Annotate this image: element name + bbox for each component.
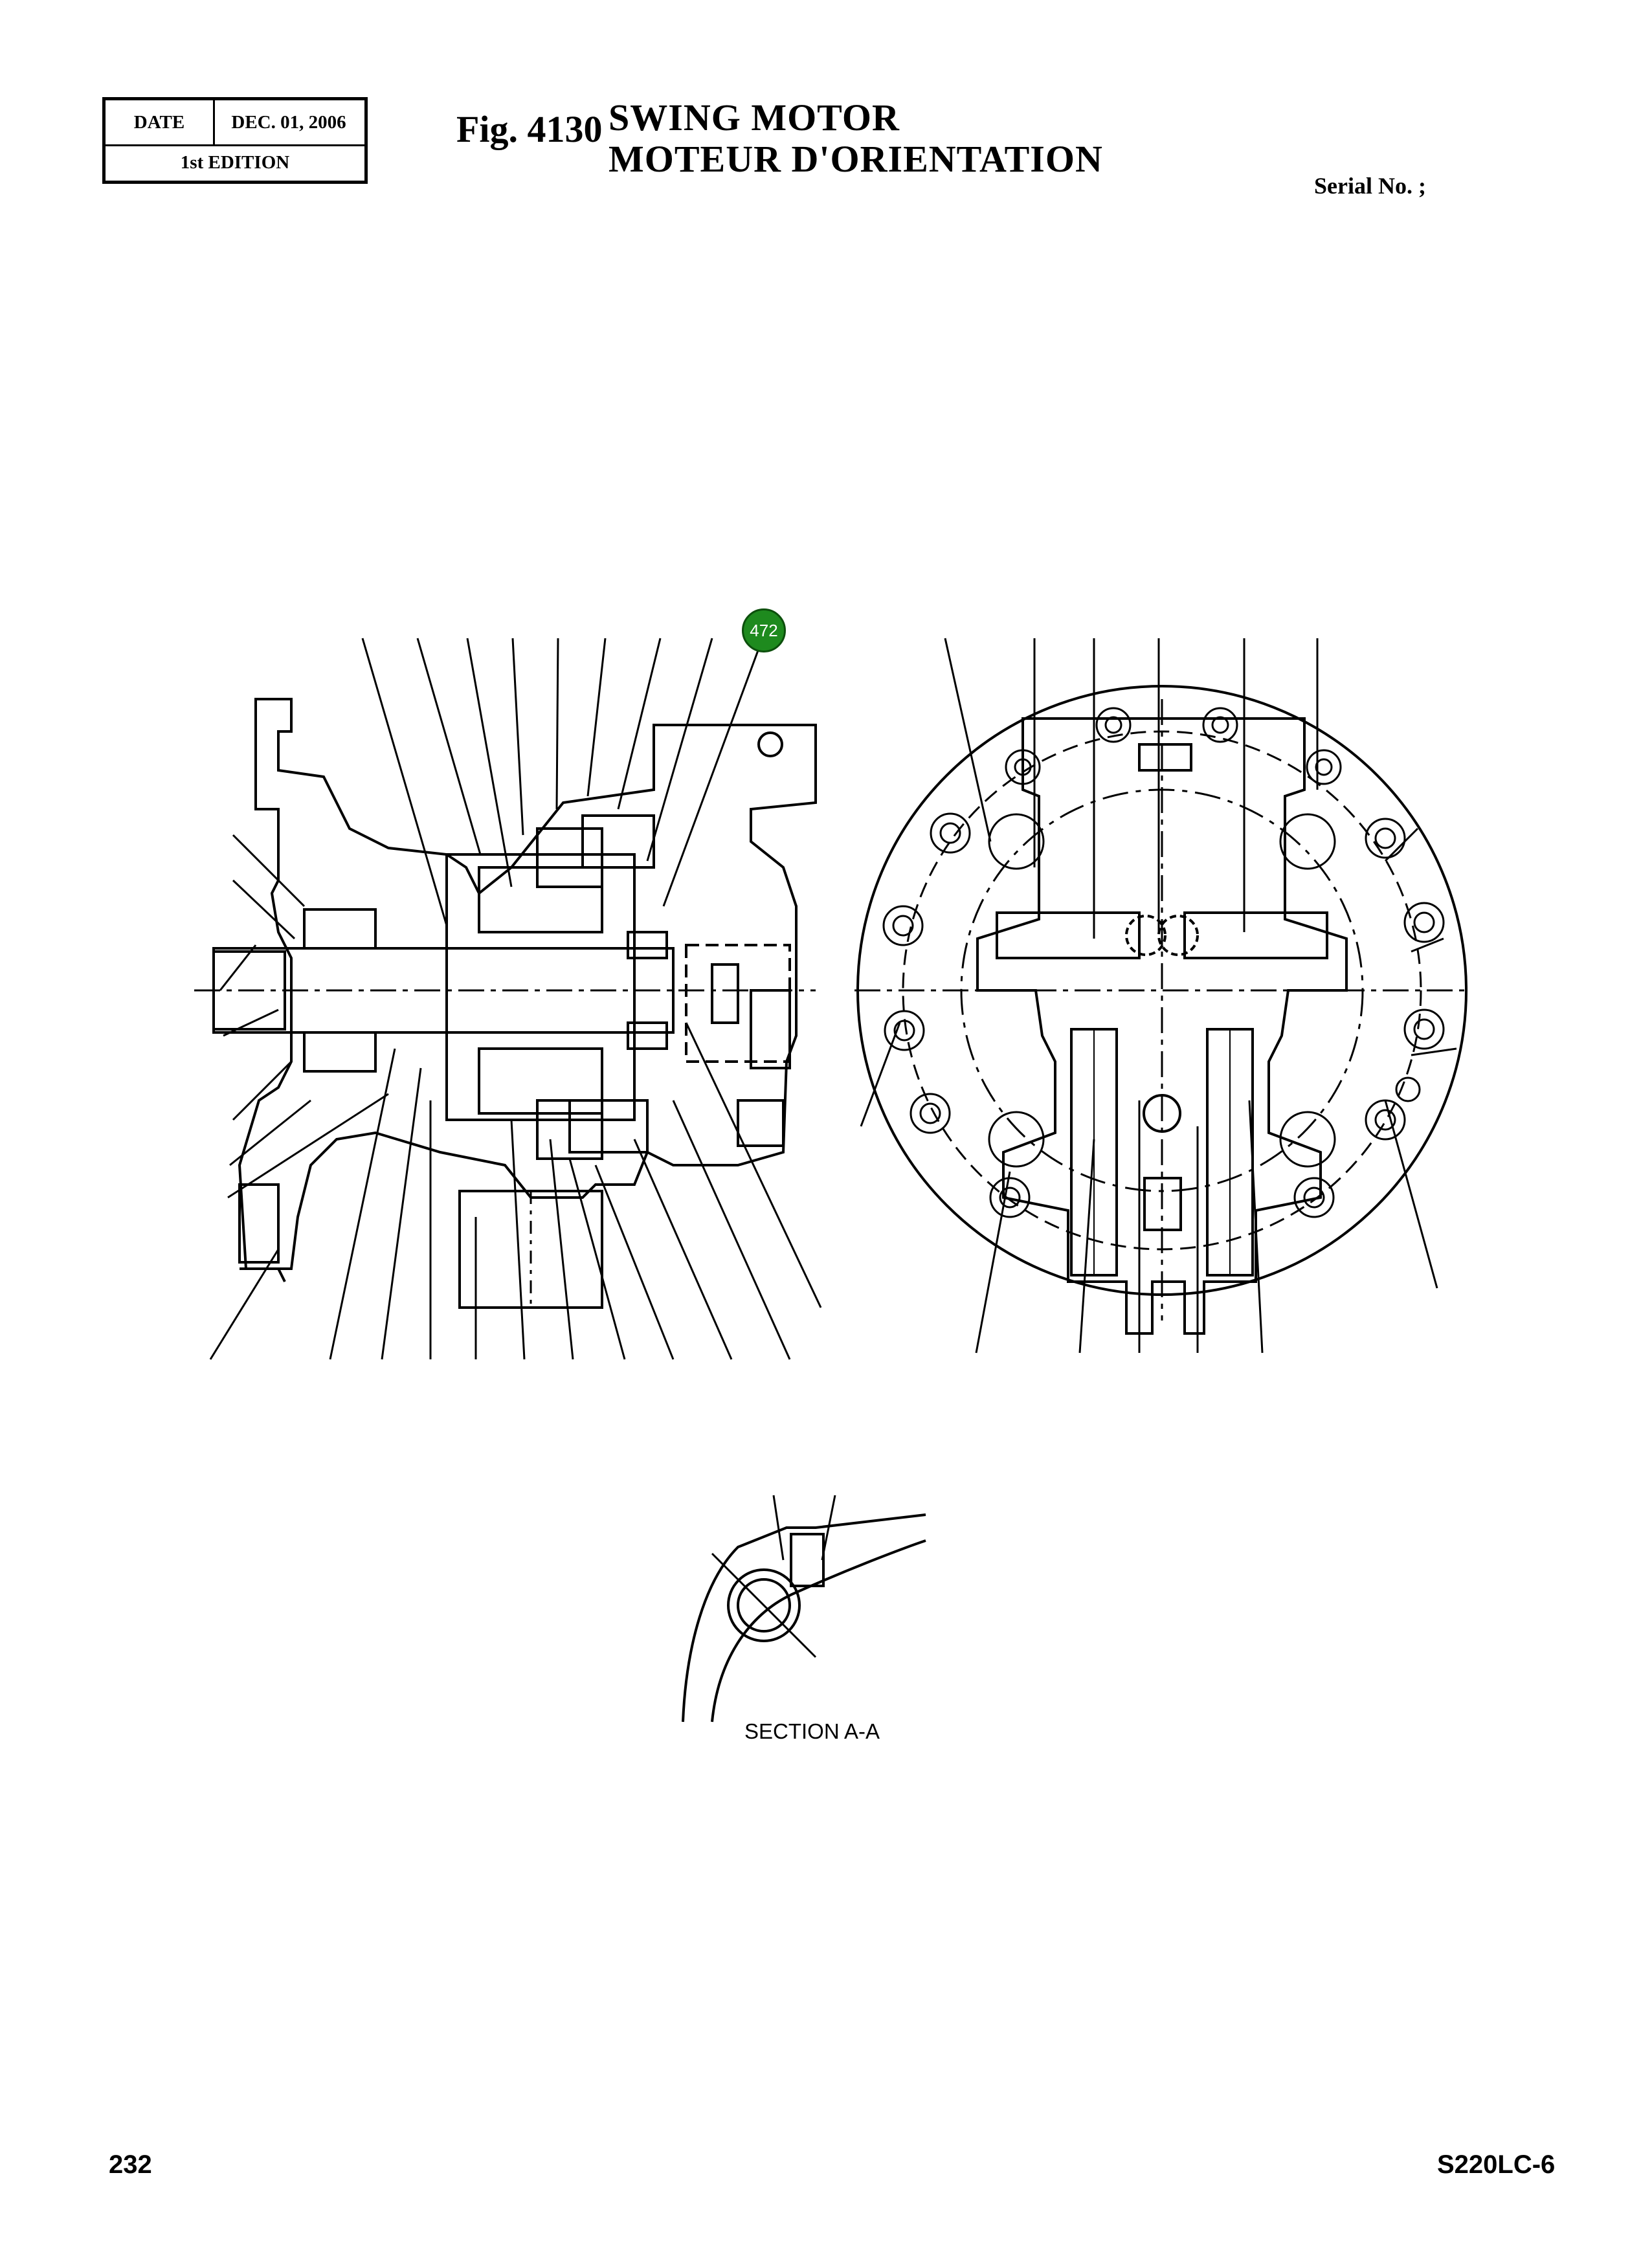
title-french: MOTEUR D'ORIENTATION (608, 138, 1103, 180)
housing-outline (238, 698, 817, 1270)
leader-lines-sides-right (860, 827, 1457, 1127)
right-relief-valve (1183, 911, 1328, 959)
figure-number: Fig. 4130 (456, 108, 603, 150)
date-label: DATE (106, 100, 215, 144)
date-value: DEC. 01, 2006 (231, 111, 346, 133)
leader-lines-top-left (361, 638, 764, 926)
model-name: S220LC-6 (1437, 2150, 1556, 2179)
side-section-view (194, 638, 822, 1360)
callout-marker[interactable]: 472 (742, 608, 786, 652)
leader-lines-top-right (944, 638, 1319, 939)
leader-lines-bottom-right (975, 1100, 1438, 1354)
title-english: SWING MOTOR (608, 96, 900, 139)
section-a-a-view (682, 1495, 926, 1722)
page-number: 232 (109, 2150, 152, 2179)
leader-lines-bottom-left (209, 1022, 822, 1360)
left-relief-valve (996, 911, 1141, 959)
date-row: DATE DEC. 01, 2006 (106, 100, 364, 146)
valve-body (976, 717, 1348, 1335)
end-view (854, 638, 1469, 1354)
cylinder-block (445, 853, 636, 1121)
section-a-a-bore (727, 1568, 801, 1642)
date-edition-box: DATE DEC. 01, 2006 1st EDITION (102, 97, 368, 184)
section-a-a-label: SECTION A-A (744, 1719, 880, 1743)
flange-bolt-holes (882, 707, 1445, 1218)
serial-number-label: Serial No. ; (1314, 173, 1426, 199)
edition-label: 1st EDITION (180, 151, 290, 173)
